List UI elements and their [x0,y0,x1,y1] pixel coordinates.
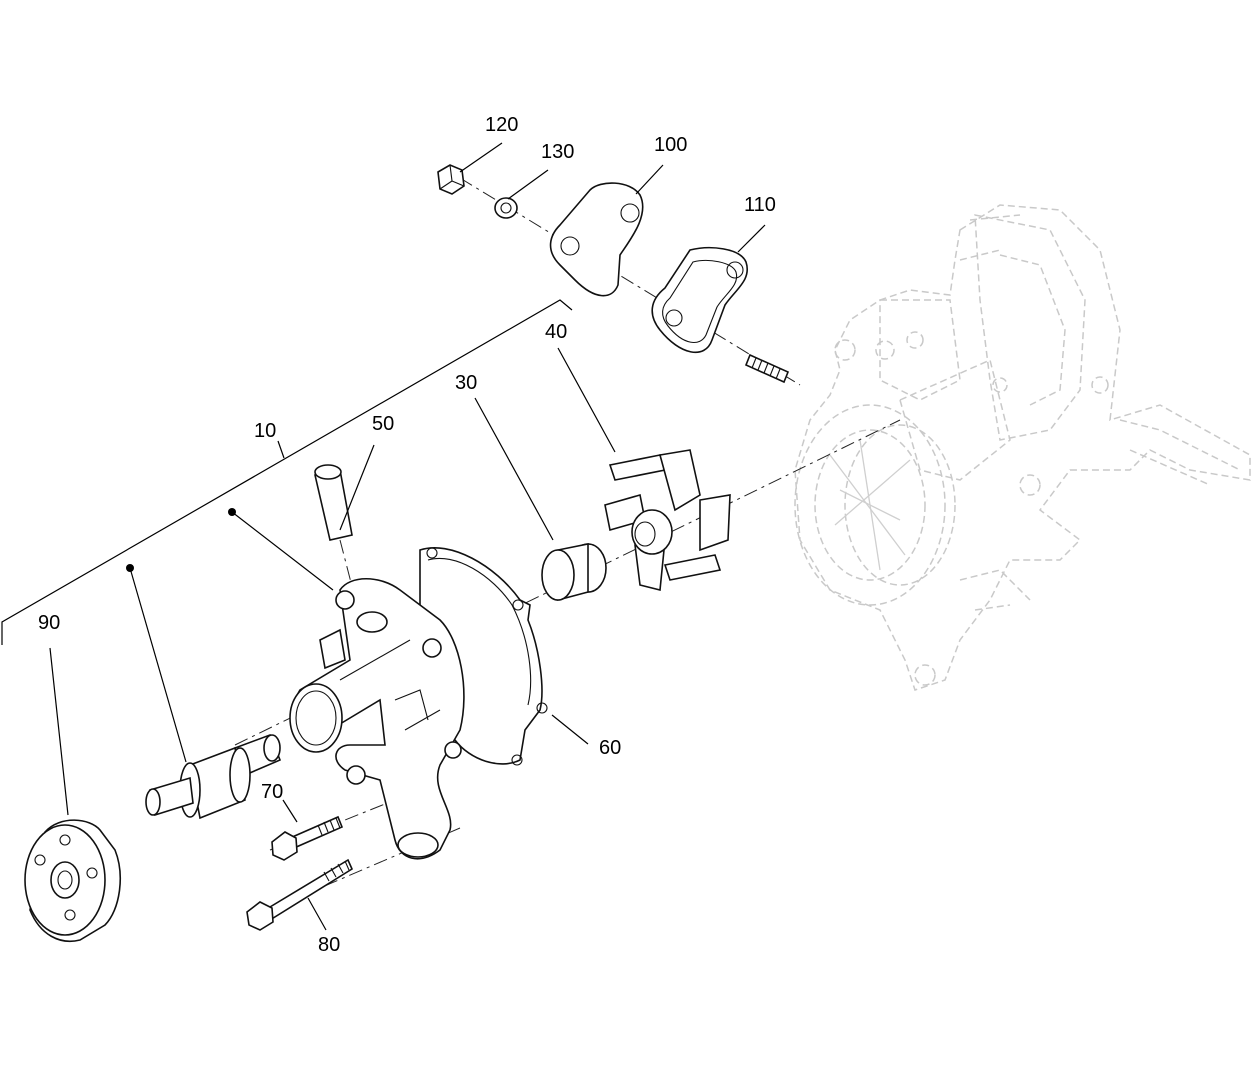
leader-lines [49,142,766,931]
engine-housing-ghost [794,204,1251,691]
pulley-part [24,819,121,942]
cover-plate-part [549,182,644,297]
bolt-short-part [271,815,344,861]
pump-body-part [289,547,548,860]
shaft-bearing-part [145,733,282,820]
nut-part [437,164,465,195]
callout-50: 50 [372,413,394,435]
stud-part [744,353,790,384]
callout-80: 80 [318,934,340,956]
callout-90: 90 [38,612,60,634]
seal-part [541,543,607,602]
bolt-long-part [246,858,354,931]
callout-labels: 120 130 100 110 40 30 50 10 90 60 70 80 [38,114,776,956]
impeller-part [604,449,731,592]
callout-130: 130 [541,141,574,163]
callout-110: 110 [744,194,776,216]
callout-60: 60 [599,737,621,759]
callout-10: 10 [254,420,276,442]
gasket-part [651,246,749,354]
pipe-part [314,464,353,541]
callout-70: 70 [261,781,283,803]
callout-120: 120 [485,114,518,136]
callout-30: 30 [455,372,477,394]
callout-100: 100 [654,134,687,156]
lock-washer-part [494,197,518,219]
callout-40: 40 [545,321,567,343]
assembly-bracket [1,299,573,763]
